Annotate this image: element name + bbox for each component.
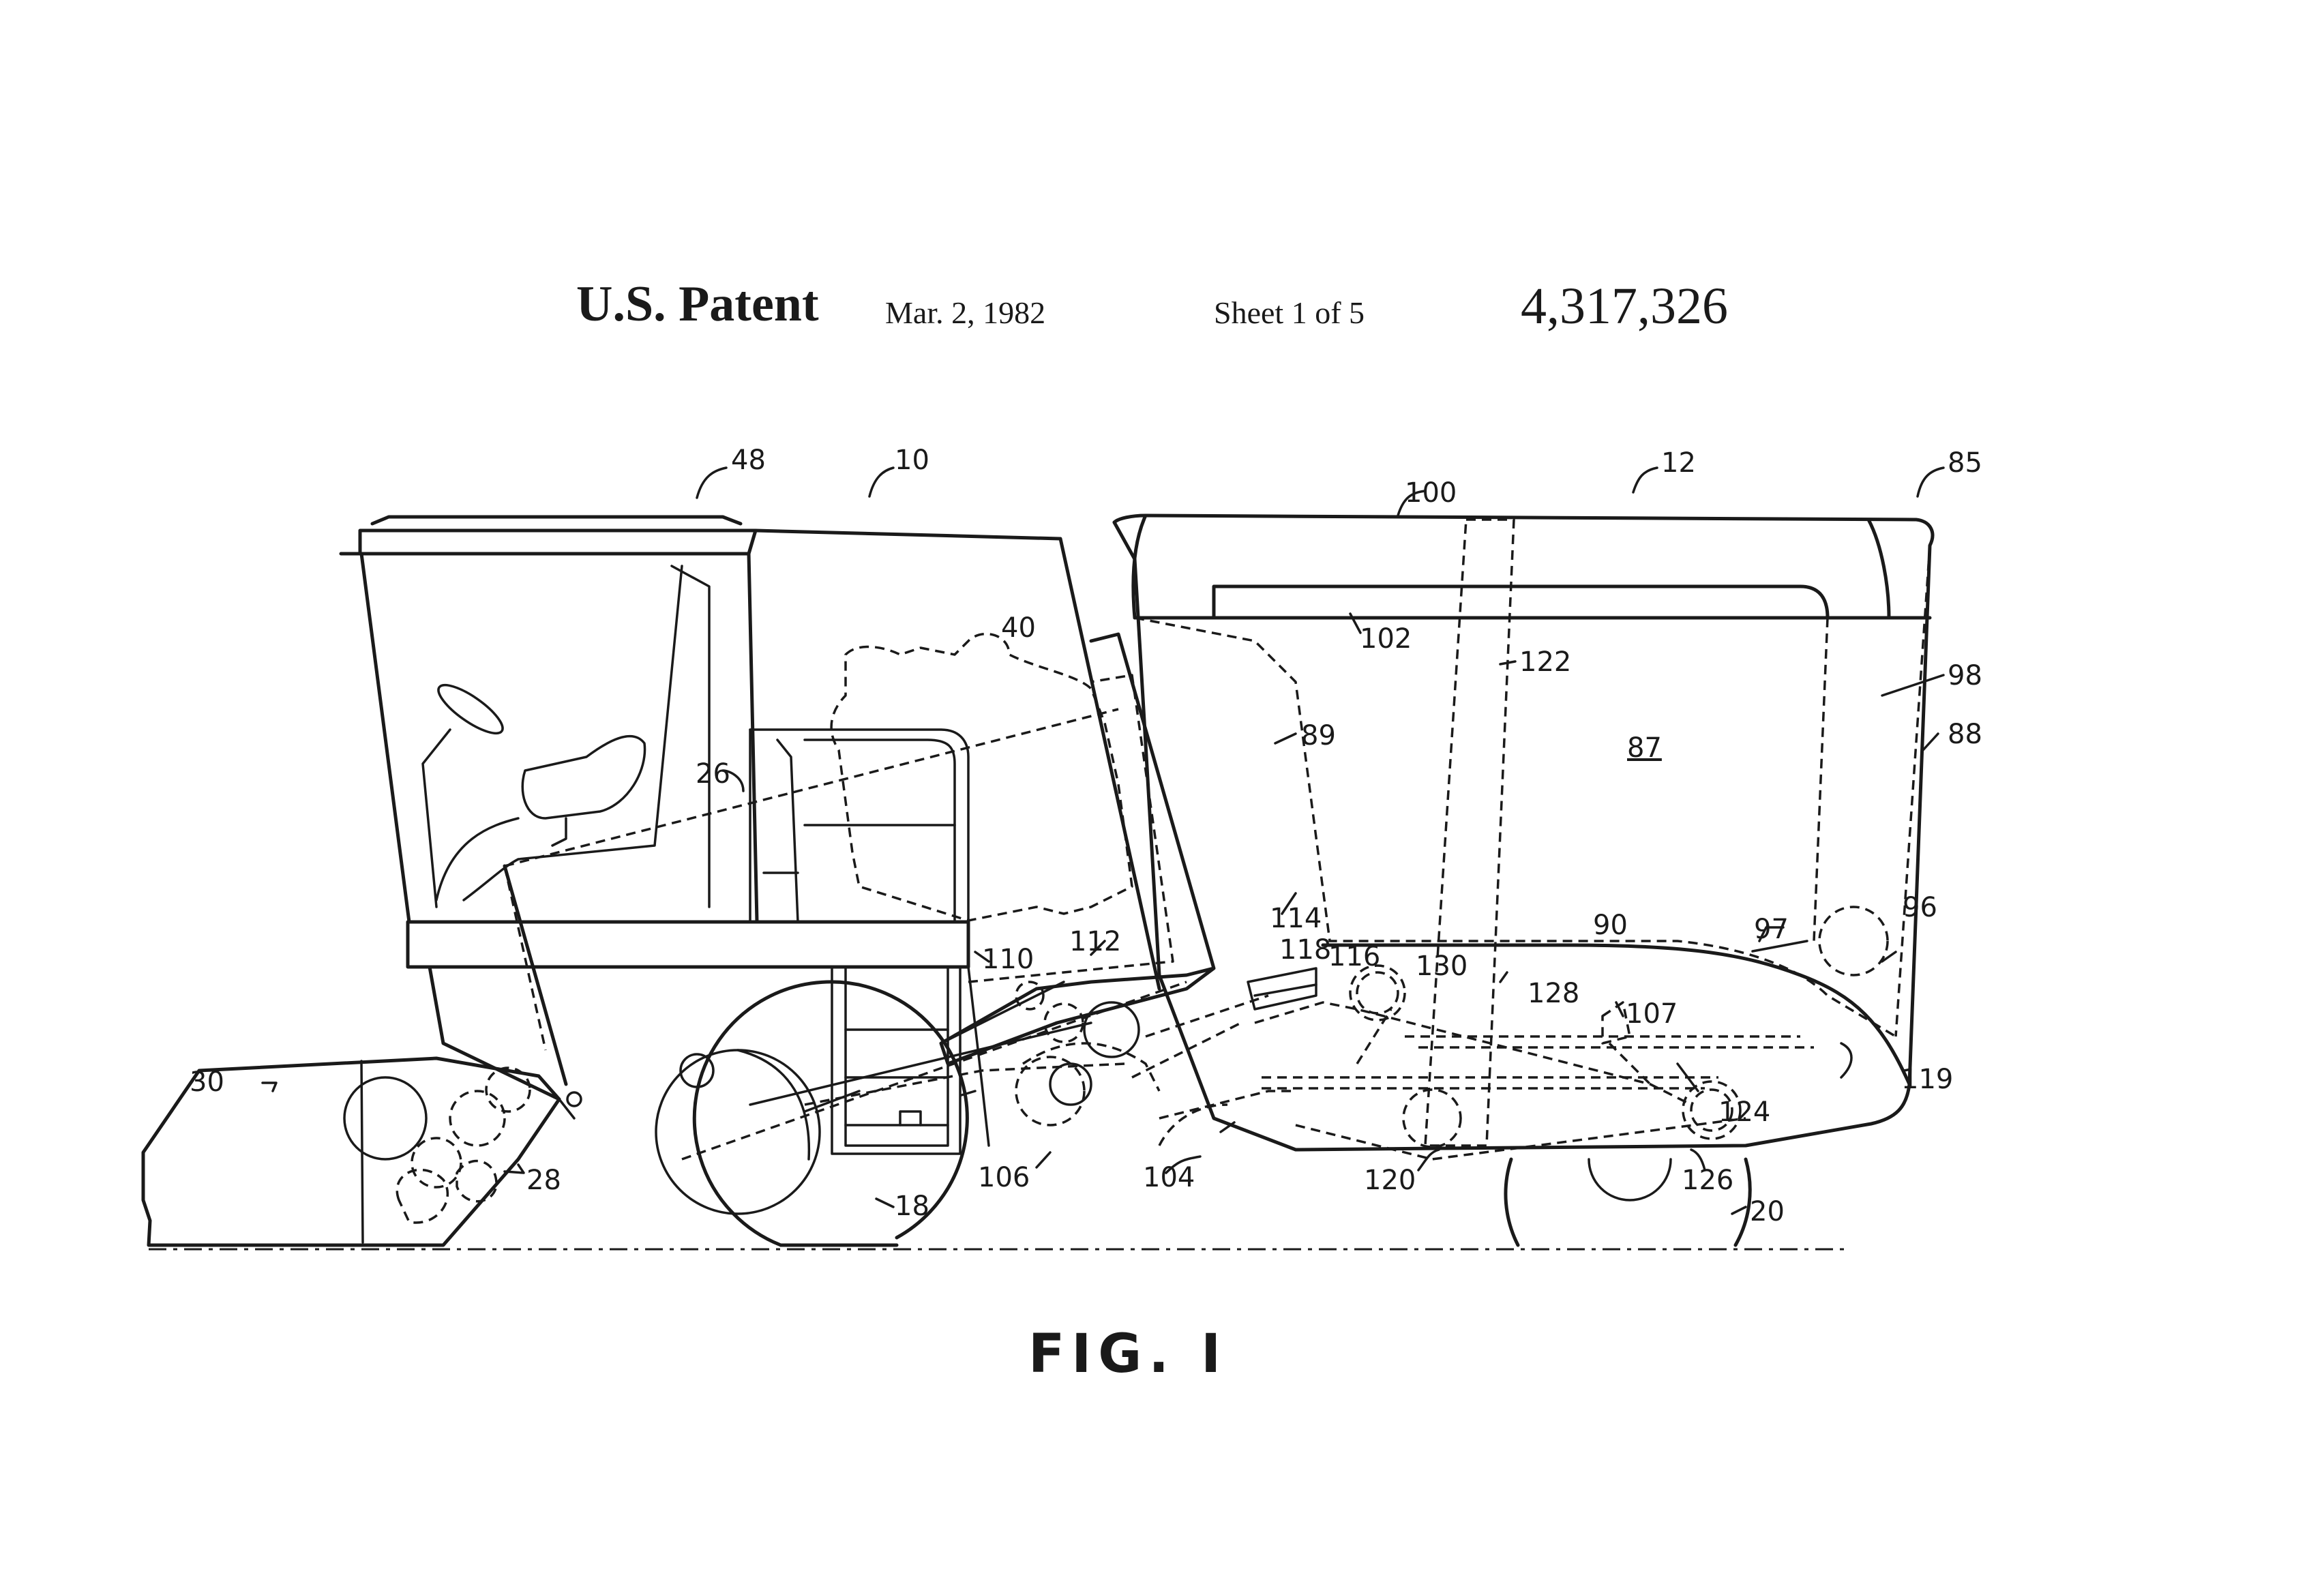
header-unit xyxy=(141,1056,582,1247)
ref-100: 100 xyxy=(1405,477,1457,509)
header-title: U.S. Patent xyxy=(576,276,819,332)
ref-102: 102 xyxy=(1360,623,1412,655)
ref-10: 10 xyxy=(895,445,929,476)
ref-104: 104 xyxy=(1143,1162,1195,1193)
ref-89: 89 xyxy=(1301,720,1336,751)
rear-wheel xyxy=(1504,1157,1752,1247)
ref-118: 118 xyxy=(1279,934,1331,966)
ref-97: 97 xyxy=(1754,914,1789,945)
ref-30: 30 xyxy=(190,1066,224,1098)
ref-88: 88 xyxy=(1948,719,1982,750)
ref-48: 48 xyxy=(731,445,766,476)
ref-85: 85 xyxy=(1948,447,1982,479)
basket-floor-mechanism xyxy=(804,964,1814,1161)
header-patent-number: 4,317,326 xyxy=(1521,278,1728,335)
ref-12: 12 xyxy=(1661,447,1696,479)
ref-20: 20 xyxy=(1750,1196,1785,1227)
ref-122: 122 xyxy=(1519,646,1571,678)
ref-128: 128 xyxy=(1528,978,1579,1009)
ref-96: 96 xyxy=(1903,892,1937,923)
ref-112: 112 xyxy=(1069,926,1121,957)
ref-124: 124 xyxy=(1718,1096,1770,1128)
reference-numerals: 48 10 100 12 85 40 102 122 98 88 89 87 2… xyxy=(190,445,1982,1227)
ref-116: 116 xyxy=(1328,941,1380,972)
front-drive-wheel xyxy=(655,980,969,1247)
header-sheet-number: Sheet 1 of 5 xyxy=(1214,295,1365,330)
ref-28: 28 xyxy=(526,1165,561,1196)
ref-90: 90 xyxy=(1593,910,1628,941)
ref-114: 114 xyxy=(1270,903,1322,934)
ref-110: 110 xyxy=(982,944,1034,975)
ref-40: 40 xyxy=(1001,612,1036,644)
ref-107: 107 xyxy=(1626,998,1678,1030)
tractor-frame xyxy=(428,528,1161,1155)
ref-120: 120 xyxy=(1364,1165,1416,1196)
ref-18: 18 xyxy=(895,1191,929,1222)
ref-26: 26 xyxy=(696,758,730,790)
ref-130: 130 xyxy=(1416,951,1468,982)
ref-119: 119 xyxy=(1901,1064,1953,1095)
ref-87: 87 xyxy=(1627,732,1662,764)
ref-98: 98 xyxy=(1948,660,1982,691)
ref-126: 126 xyxy=(1682,1165,1733,1196)
leader-lines xyxy=(261,466,1945,1215)
elevator-conveyor xyxy=(679,632,1216,1161)
header-date: Mar. 2, 1982 xyxy=(885,295,1046,330)
operator-cab xyxy=(339,515,970,969)
basket xyxy=(1112,513,1935,1152)
figure-caption: FIG. I xyxy=(1028,1324,1227,1385)
ref-106: 106 xyxy=(978,1162,1030,1193)
